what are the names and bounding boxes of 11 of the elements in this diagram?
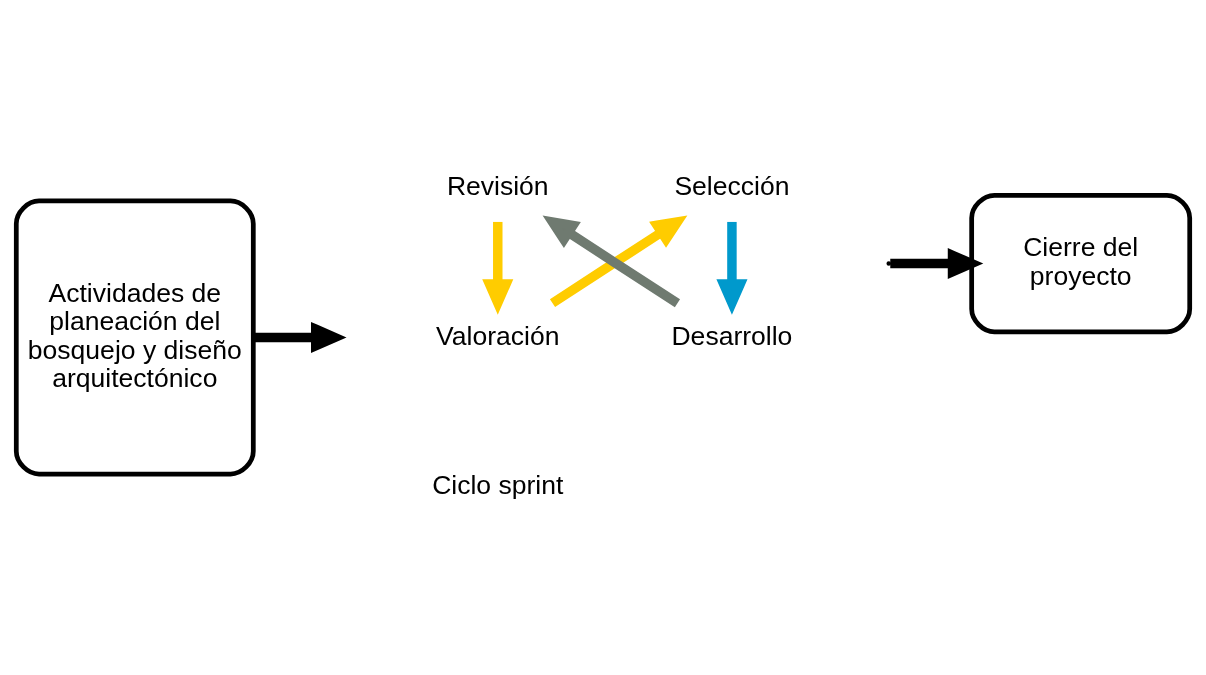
node-text: Valoración [436,320,560,351]
arrow [890,248,984,280]
node-text: Selección [674,170,790,201]
node-text: Revisión [446,170,549,201]
node-text: Desarrollo [671,320,793,351]
arrow [253,321,347,354]
node-box: Cierre del proyecto [969,192,1193,335]
arrow [482,221,514,315]
label: Ciclo sprint [432,470,564,501]
node-box: Actividades de planeación del bosquejo y diseño arquitectónico [13,198,256,477]
arrow [716,221,748,315]
